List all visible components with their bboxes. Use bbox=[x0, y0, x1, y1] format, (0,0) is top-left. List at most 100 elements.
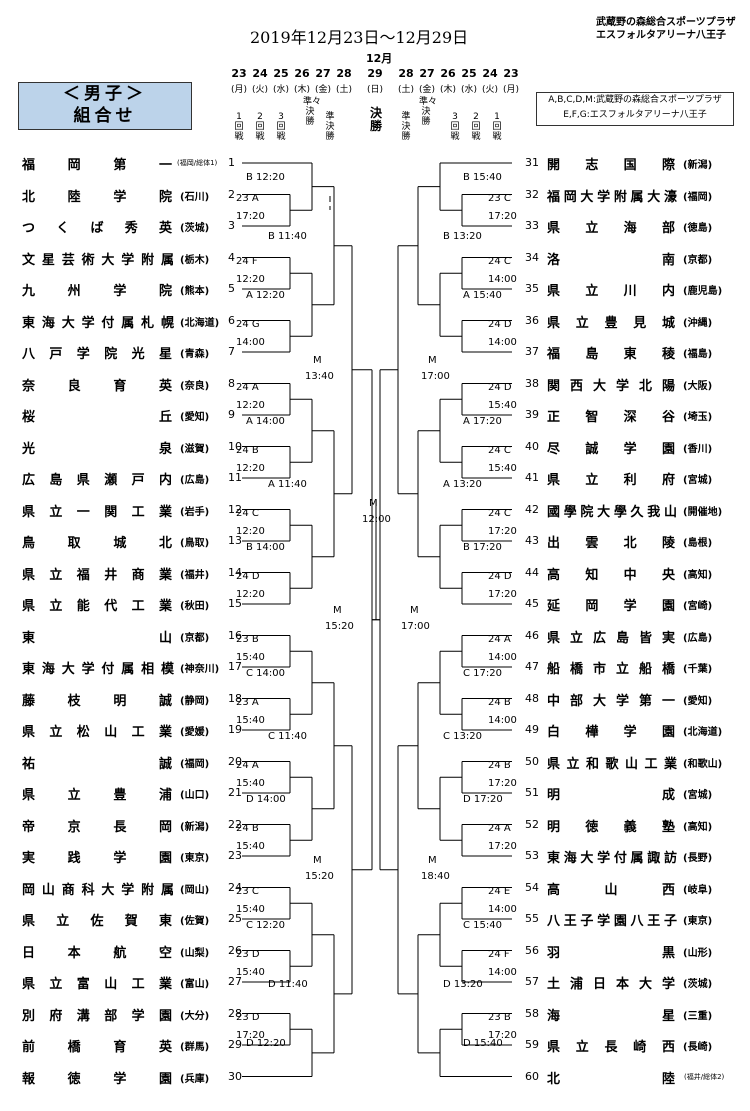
team-prefecture: (香川) bbox=[683, 443, 713, 455]
match-label: 15:40 bbox=[488, 400, 517, 412]
team-number: 9 bbox=[228, 408, 235, 421]
date-day: 23 bbox=[231, 67, 247, 80]
team-name: 尽誠学園 bbox=[547, 438, 675, 457]
team-number: 19 bbox=[228, 723, 242, 736]
match-label: D 13:20 bbox=[443, 978, 483, 990]
team-name-text: 開志国際 bbox=[547, 158, 675, 173]
team-name-text: 八王子学園八王子 bbox=[547, 914, 677, 929]
team-number: 22 bbox=[228, 817, 242, 831]
round-label: 1回戦 bbox=[492, 112, 502, 142]
team-name-text: 奈良育英 bbox=[22, 378, 172, 394]
team-number: 21 bbox=[228, 786, 242, 799]
date-weekday: (金) bbox=[418, 85, 436, 95]
team-name-text: 高知中央 bbox=[547, 567, 675, 583]
team-number: 26 bbox=[228, 943, 242, 957]
date-weekday: (水) bbox=[460, 85, 478, 95]
team-number: 46 bbox=[525, 628, 539, 642]
match-label: 23 D bbox=[236, 949, 260, 961]
date-weekday: (土) bbox=[335, 85, 353, 95]
team-number: 40 bbox=[525, 439, 539, 453]
match-label: 24 D bbox=[236, 571, 260, 583]
legend-line: E,F,G:エスフォルタアリーナ八王子 bbox=[563, 110, 707, 120]
match-label: 24 A bbox=[488, 634, 511, 646]
match-label: M bbox=[313, 354, 322, 366]
team-name-text: 報徳学園 bbox=[22, 1071, 172, 1087]
team-prefecture: (徳島) bbox=[683, 223, 713, 234]
team-number: 4 bbox=[228, 250, 235, 264]
team-prefecture: (宮城) bbox=[683, 475, 713, 486]
group-title-box: ＜男子＞ 組合せ bbox=[18, 82, 192, 130]
match-label: C 13:20 bbox=[443, 730, 482, 742]
team-name-text: 九州学院 bbox=[22, 284, 172, 299]
team-name: 北陸学院 bbox=[22, 186, 172, 205]
match-label: 17:20 bbox=[488, 211, 517, 223]
team-name: 帝京長岡 bbox=[22, 816, 172, 835]
team-prefecture: (東京) bbox=[683, 916, 713, 927]
match-label: 14:00 bbox=[488, 715, 517, 727]
team-prefecture: (栃木) bbox=[180, 254, 210, 266]
match-label: 23 B bbox=[488, 1012, 511, 1024]
team-name: 関西大学北陽 bbox=[547, 375, 675, 394]
team-number: 23 bbox=[228, 849, 242, 862]
team-name: 岡山商科大学附属 bbox=[22, 879, 174, 898]
team-prefecture: (島根) bbox=[683, 538, 713, 549]
match-label: 15:40 bbox=[236, 778, 265, 790]
match-label: 12:20 bbox=[236, 589, 265, 601]
team-name: 高山西 bbox=[547, 879, 675, 898]
team-prefecture: (新潟) bbox=[683, 160, 713, 171]
match-label: 24 C bbox=[488, 508, 511, 520]
team-number: 8 bbox=[228, 376, 235, 390]
match-label: 23 B bbox=[236, 634, 259, 646]
team-number: 1 bbox=[228, 156, 235, 169]
team-name: 高知中央 bbox=[547, 564, 675, 583]
team-prefecture: (愛知) bbox=[180, 412, 210, 423]
final-month: 12月 bbox=[366, 52, 393, 65]
team-prefecture: (京都) bbox=[180, 632, 210, 644]
team-prefecture: (愛知) bbox=[683, 695, 713, 707]
team-prefecture: (岐阜) bbox=[683, 884, 713, 896]
date-day: 24 bbox=[252, 67, 268, 80]
team-prefecture: (佐賀) bbox=[180, 916, 210, 927]
date-range: 2019年12月23日〜12月29日 bbox=[250, 28, 469, 47]
team-prefecture: (石川) bbox=[180, 191, 210, 203]
team-number: 59 bbox=[525, 1038, 539, 1051]
match-label: 15:20 bbox=[325, 620, 354, 632]
team-prefecture: (福岡/総体1) bbox=[177, 159, 218, 167]
round-label: 準々決勝 bbox=[419, 97, 438, 127]
match-label: 15:20 bbox=[305, 870, 334, 882]
team-name-text: 福岡第一 bbox=[22, 158, 172, 173]
team-prefecture: (北海道) bbox=[180, 317, 220, 329]
match-label: 17:20 bbox=[488, 778, 517, 790]
team-name: 県立佐賀東 bbox=[22, 910, 172, 929]
match-label: D 11:40 bbox=[268, 978, 308, 990]
team-prefecture: (茨城) bbox=[683, 979, 713, 990]
team-name: 県立松山工業 bbox=[22, 721, 172, 740]
venue-legend: A,B,C,D,M:武蔵野の森総合スポーツプラザ E,F,G:エスフォルタアリー… bbox=[536, 92, 734, 126]
team-number: 56 bbox=[525, 943, 539, 957]
match-label: 24 B bbox=[236, 445, 259, 457]
team-number: 25 bbox=[228, 912, 242, 925]
team-name: 別府溝部学園 bbox=[22, 1005, 172, 1024]
team-prefecture: (大分) bbox=[180, 1010, 210, 1022]
team-name: 文星芸術大学附属 bbox=[22, 249, 174, 268]
team-number: 55 bbox=[525, 912, 539, 925]
match-label: B 14:00 bbox=[246, 541, 285, 553]
team-name: 福岡大学附属大濠 bbox=[547, 186, 677, 205]
team-name: 祐誠 bbox=[22, 753, 172, 772]
team-prefecture: (福井) bbox=[180, 569, 210, 581]
date-day: 28 bbox=[398, 67, 414, 80]
team-prefecture: (熊本) bbox=[180, 286, 210, 297]
team-name-text: 鳥取城北 bbox=[22, 536, 172, 551]
team-prefecture: (大阪) bbox=[683, 380, 713, 392]
team-prefecture: (京都) bbox=[683, 254, 713, 266]
team-name-text: 尽誠学園 bbox=[547, 441, 675, 457]
team-name: 八王子学園八王子 bbox=[547, 910, 677, 929]
team-name-text: 東海大学付属札幌 bbox=[22, 315, 174, 331]
team-number: 6 bbox=[228, 313, 235, 327]
team-name: 鳥取城北 bbox=[22, 532, 172, 551]
date-weekday: (月) bbox=[502, 85, 520, 95]
team-number: 18 bbox=[228, 691, 242, 705]
team-prefecture: (福岡) bbox=[683, 191, 713, 203]
team-name-text: 藤枝明誠 bbox=[22, 693, 172, 709]
team-number: 43 bbox=[525, 534, 539, 547]
